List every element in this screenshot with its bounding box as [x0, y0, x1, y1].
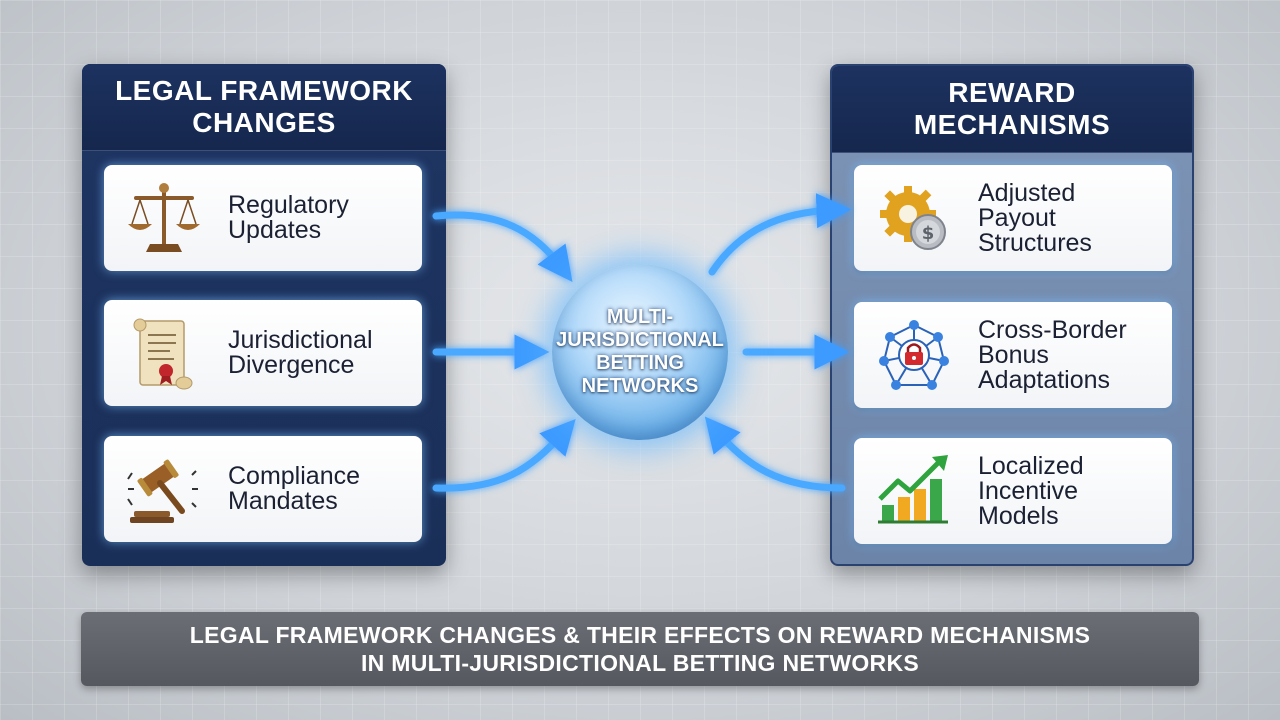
gear-coin-icon: $ — [876, 176, 952, 260]
reward-mechanisms-title: REWARD MECHANISMS — [832, 66, 1192, 153]
svg-text:$: $ — [922, 223, 935, 244]
growth-chart-icon — [876, 449, 952, 533]
hub-label: MULTI-JURISDICTIONAL BETTING NETWORKS — [556, 306, 724, 397]
scroll-with-seal-icon — [126, 311, 202, 395]
network-lock-icon — [876, 313, 952, 397]
card-label: Adjusted Payout Structures — [978, 178, 1092, 257]
caption-line-1: LEGAL FRAMEWORK CHANGES & THEIR EFFECTS … — [189, 622, 1091, 648]
card-cross-border-bonus-adaptations[interactable]: Cross-Border Bonus Adaptations — [854, 302, 1172, 408]
legal-framework-title: LEGAL FRAMEWORK CHANGES — [82, 64, 446, 151]
card-regulatory-updates[interactable]: Regulatory Updates — [104, 165, 422, 271]
card-adjusted-payout-structures[interactable]: $ Adjusted Payout Structures — [854, 165, 1172, 271]
legal-framework-panel: LEGAL FRAMEWORK CHANGES Regulatory Updat… — [82, 64, 446, 566]
gavel-icon — [126, 447, 202, 531]
card-label: Compliance Mandates — [228, 462, 361, 515]
caption-line-2: IN MULTI-JURISDICTIONAL BETTING NETWORKS — [360, 650, 919, 676]
card-label: Jurisdictional Divergence — [228, 326, 373, 379]
caption-banner: LEGAL FRAMEWORK CHANGES & THEIR EFFECTS … — [81, 612, 1199, 686]
card-label: Cross-Border Bonus Adaptations — [978, 315, 1127, 394]
card-jurisdictional-divergence[interactable]: Jurisdictional Divergence — [104, 300, 422, 406]
scales-of-justice-icon — [126, 176, 202, 260]
card-label: Regulatory Updates — [228, 191, 349, 244]
card-label: Localized Incentive Models — [978, 451, 1084, 530]
reward-mechanisms-panel: REWARD MECHANISMS $ — [830, 64, 1194, 566]
betting-networks-hub[interactable]: MULTI-JURISDICTIONAL BETTING NETWORKS — [552, 264, 728, 440]
card-compliance-mandates[interactable]: Compliance Mandates — [104, 436, 422, 542]
card-localized-incentive-models[interactable]: Localized Incentive Models — [854, 438, 1172, 544]
